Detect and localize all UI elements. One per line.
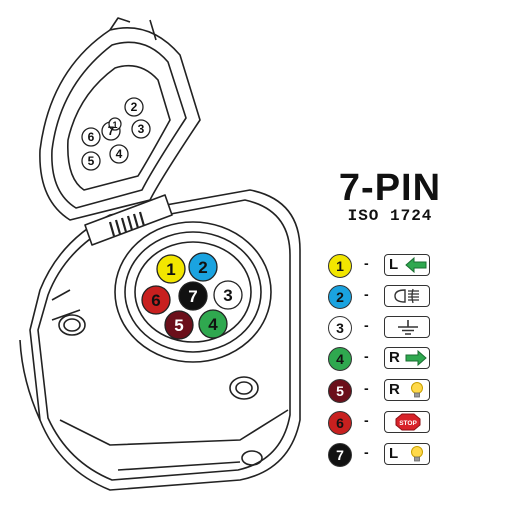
legend-row-6: 6 - STOP xyxy=(328,410,438,436)
socket-pin-5 xyxy=(164,310,194,340)
function-letter: R xyxy=(389,381,400,398)
pin-badge-7: 7 xyxy=(328,443,352,467)
bulb-icon xyxy=(411,446,423,462)
socket-pin-7 xyxy=(178,281,208,311)
legend-symbol-box: L xyxy=(384,443,430,465)
socket-pin-label-5: 5 xyxy=(174,316,183,335)
socket-pin-label-1: 1 xyxy=(166,260,175,279)
pin-badge-1: 1 xyxy=(328,254,352,278)
legend-dash: - xyxy=(364,348,369,364)
legend-symbol-box xyxy=(384,285,430,307)
pin-badge-3: 3 xyxy=(328,316,352,340)
socket-pin-2 xyxy=(188,252,218,282)
left-arrow-icon xyxy=(405,257,427,273)
legend-symbol-box: STOP xyxy=(384,411,430,433)
right-arrow-icon xyxy=(405,350,427,366)
legend-row-1: 1 - L xyxy=(328,253,438,279)
lid-pin-3: 3 xyxy=(138,122,145,136)
socket-pin-1 xyxy=(156,254,186,284)
legend-row-7: 7 - L xyxy=(328,442,438,468)
function-letter: L xyxy=(389,445,399,462)
legend-symbol-box: L xyxy=(384,254,430,276)
pin-badge-2: 2 xyxy=(328,285,352,309)
lid-pin-1: 1 xyxy=(112,120,117,130)
legend-dash: - xyxy=(364,412,369,428)
pin-badge-5: 5 xyxy=(328,379,352,403)
fog-light-icon xyxy=(394,288,419,304)
pin-badge-6: 6 xyxy=(328,411,352,435)
socket-pin-label-4: 4 xyxy=(208,315,218,334)
legend-dash: - xyxy=(364,255,369,271)
lid-pin-2: 2 xyxy=(131,100,138,114)
legend-symbol-box: R xyxy=(384,347,430,369)
socket-pin-3 xyxy=(213,280,243,310)
title: 7-PIN xyxy=(338,167,442,209)
function-letter: L xyxy=(389,256,399,273)
legend-row-4: 4 - R xyxy=(328,346,438,372)
legend-dash: - xyxy=(364,444,369,460)
legend-dash: - xyxy=(364,317,369,333)
legend-row-3: 3 - xyxy=(328,315,438,341)
lid-pin-4: 4 xyxy=(116,147,123,161)
socket-pin-label-6: 6 xyxy=(151,291,160,310)
legend-row-2: 2 - xyxy=(328,284,438,310)
legend-dash: - xyxy=(364,286,369,302)
legend-row-5: 5 - R xyxy=(328,378,438,404)
socket-pin-label-7: 7 xyxy=(188,287,197,306)
socket-pin-label-3: 3 xyxy=(223,286,232,305)
stop-sign-text: STOP xyxy=(399,420,417,427)
subtitle: ISO 1724 xyxy=(347,207,433,225)
legend-dash: - xyxy=(364,380,369,396)
socket-pin-label-2: 2 xyxy=(198,258,207,277)
socket-pin-6 xyxy=(141,285,171,315)
socket-pin-4 xyxy=(198,309,228,339)
stop-icon: STOP xyxy=(395,413,421,431)
bulb-icon xyxy=(411,382,423,398)
lid-pin-6: 6 xyxy=(88,130,95,144)
pin-badge-4: 4 xyxy=(328,347,352,371)
function-letter: R xyxy=(389,349,400,366)
ground-icon xyxy=(398,320,418,335)
legend-symbol-box: R xyxy=(384,379,430,401)
lid-pin-5: 5 xyxy=(88,154,95,168)
lid-pin-7: 7 xyxy=(108,124,115,138)
legend-symbol-box xyxy=(384,316,430,338)
